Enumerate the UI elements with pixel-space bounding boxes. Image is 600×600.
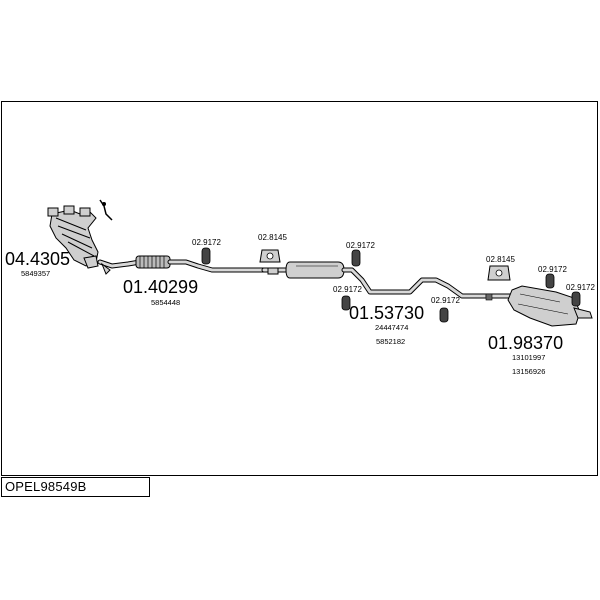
hanger-a-icon xyxy=(259,249,281,275)
rear-silencer-number: 01.98370 xyxy=(488,333,563,353)
clamp-a-label: 02.9172 xyxy=(192,238,221,247)
clamp-e-label: 02.9172 xyxy=(538,265,567,274)
clamp-f-label: 02.9172 xyxy=(566,283,595,292)
hanger-b-label: 02.8145 xyxy=(486,255,515,264)
diagram-code-box: OPEL98549B xyxy=(1,477,150,497)
middle-silencer-number: 01.53730 xyxy=(349,303,424,323)
clamp-f-icon xyxy=(571,291,581,307)
front-pipe-ref: 5854448 xyxy=(151,298,180,307)
rear-silencer-ref-2: 13156926 xyxy=(512,367,545,376)
exhaust-manifold-icon xyxy=(47,199,113,269)
middle-silencer-ref-2: 5852182 xyxy=(376,337,405,346)
diagram-code: OPEL98549B xyxy=(5,479,87,494)
front-pipe-number: 01.40299 xyxy=(123,277,198,297)
manifold-ref: 5849357 xyxy=(21,269,50,278)
clamp-b-icon xyxy=(351,249,361,267)
hanger-a-label: 02.8145 xyxy=(258,233,287,242)
hanger-b-icon xyxy=(487,265,511,281)
clamp-c-icon xyxy=(341,295,351,311)
middle-silencer-ref-1: 24447474 xyxy=(375,323,408,332)
clamp-d-icon xyxy=(439,307,449,323)
rear-silencer-icon xyxy=(485,285,593,327)
clamp-d-label: 02.9172 xyxy=(431,296,460,305)
diagram-frame xyxy=(1,101,598,476)
clamp-e-icon xyxy=(545,273,555,289)
manifold-number: 04.4305 xyxy=(5,249,70,269)
middle-silencer-icon xyxy=(261,261,491,299)
front-pipe-icon xyxy=(97,255,267,275)
clamp-b-label: 02.9172 xyxy=(346,241,375,250)
clamp-a-icon xyxy=(201,247,211,265)
clamp-c-label: 02.9172 xyxy=(333,285,362,294)
rear-silencer-ref-1: 13101997 xyxy=(512,353,545,362)
